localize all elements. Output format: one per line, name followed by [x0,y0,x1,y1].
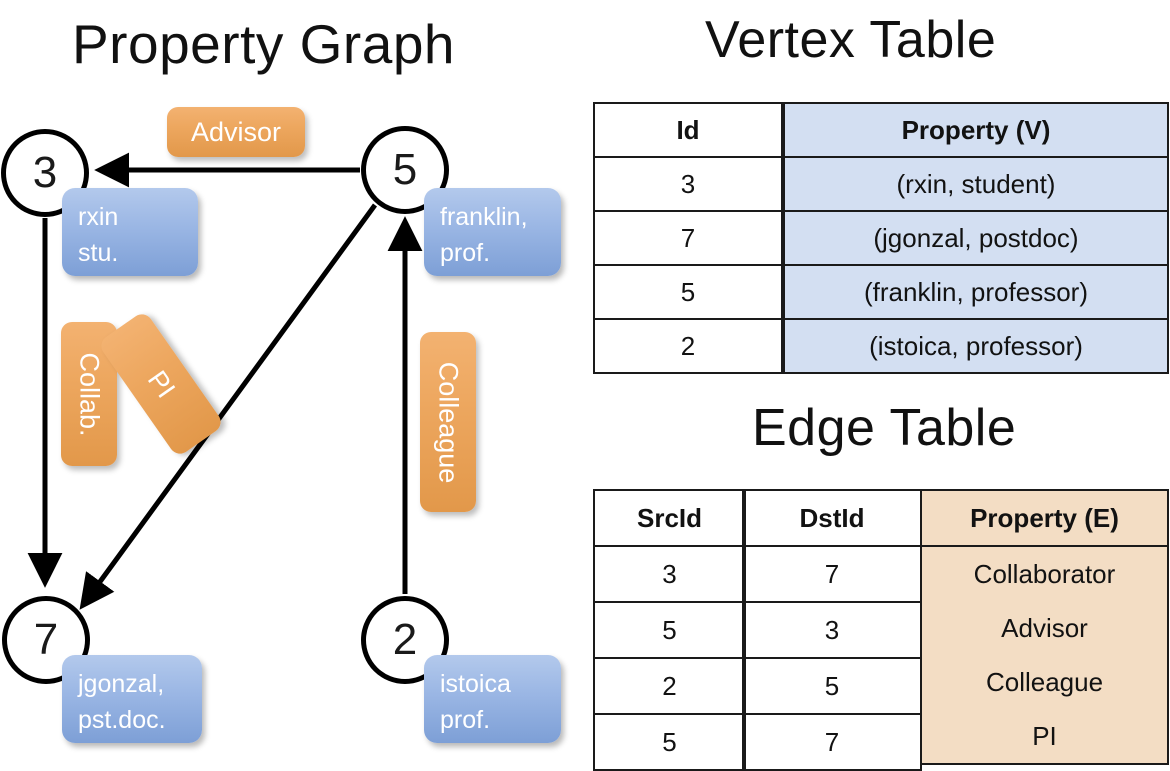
table-row: 7 [742,713,922,771]
graph-edges-layer [27,152,423,610]
table-row: 3 [593,545,746,603]
vertex-id-cell: 5 [593,264,783,320]
table-header-row: DstId [742,489,922,547]
table-row: 2 [593,318,783,374]
table-row: 5 [593,713,746,771]
table-row: 5 [593,601,746,659]
edge-table-header-srcid: SrcId [593,489,746,547]
edge-label-text: Advisor [190,116,282,147]
edge-label-text: Collab. [74,351,105,437]
vertex-id-cell: 2 [593,318,783,374]
graph-node-3-label: 3 [32,148,58,197]
edge-property-cell: Colleague [920,655,1169,709]
vertex-property-line: franklin, [440,203,528,231]
edge-table-header-property: Property (E) [920,489,1169,547]
vertex-property-cell: (jgonzal, postdoc) [783,210,1169,266]
table-row: (istoica, professor) [783,318,1169,374]
edge-table-property-column: Property (E) Collaborator Advisor Collea… [920,489,1169,765]
table-row: 7 [742,545,922,603]
vertex-property-bubble-franklin: franklin, prof. [424,188,561,276]
vertex-table-header-property: Property (V) [783,102,1169,158]
vertex-id-cell: 3 [593,156,783,212]
graph-node-2-label: 2 [392,615,418,664]
property-graph-diagram: 3 5 7 2 rxin stu. franklin, prof. jgonza… [0,0,580,760]
table-row: 5 [742,657,922,715]
vertex-property-bubble-istoica: istoica prof. [424,655,561,743]
edge-dstid-cell: 7 [742,545,922,603]
edge-table-dstid-column: DstId 7 3 5 7 [742,489,922,771]
table-row: 3 [742,601,922,659]
vertex-property-cell: (rxin, student) [783,156,1169,212]
table-header-row: SrcId [593,489,746,547]
edge-label-colleague: Colleague [420,332,476,512]
table-header-row: Property (V) [783,102,1169,158]
graph-node-5[interactable]: 5 [361,126,449,214]
vertex-property-line: prof. [440,239,491,268]
edge-srcid-cell: 2 [593,657,746,715]
vertex-property-cell: (istoica, professor) [783,318,1169,374]
table-row: Collaborator [920,546,1169,601]
edge-table-header-dstid: DstId [742,489,922,547]
vertex-property-line: pst.doc. [78,706,166,735]
vertex-property-line: istoica [440,670,511,698]
vertex-property-bubble-jgonzal: jgonzal, pst.doc. [62,655,202,743]
page-title-vertex-table: Vertex Table [705,11,997,69]
table-header-row: Property (E) [920,489,1169,547]
graph-node-7-label: 7 [33,615,59,664]
edge-dstid-cell: 5 [742,657,922,715]
graph-node-2[interactable]: 2 [361,596,449,684]
edge-dstid-cell: 3 [742,601,922,659]
vertex-table-header-id: Id [593,102,783,158]
edge-dstid-cell: 7 [742,713,922,771]
vertex-property-line: stu. [78,239,119,268]
vertex-table-id-column: Id 3 7 5 2 [593,102,783,374]
table-row: 2 [593,657,746,715]
edge-table-srcid-column: SrcId 3 5 2 5 [593,489,746,771]
table-row: 7 [593,210,783,266]
edge-5-to-7 [79,203,378,610]
table-row: 3 [593,156,783,212]
vertex-property-line: rxin [78,203,119,231]
page-title-property-graph: Property Graph [72,13,456,75]
edge-label-text: Colleague [433,361,464,483]
table-row: (jgonzal, postdoc) [783,210,1169,266]
vertex-property-line: jgonzal, [78,670,165,698]
edge-label-text: PI [141,364,182,403]
page-title-edge-table: Edge Table [752,399,1017,457]
vertex-id-cell: 7 [593,210,783,266]
edge-property-cell: PI [920,709,1169,765]
table-row: Advisor [920,601,1169,655]
edge-srcid-cell: 5 [593,713,746,771]
vertex-property-bubble-rxin: rxin stu. [62,188,198,276]
table-row: 5 [593,264,783,320]
table-header-row: Id [593,102,783,158]
edge-property-cell: Collaborator [920,546,1169,601]
edge-property-cell: Advisor [920,601,1169,655]
vertex-property-cell: (franklin, professor) [783,264,1169,320]
edge-srcid-cell: 5 [593,601,746,659]
edge-srcid-cell: 3 [593,545,746,603]
edge-label-advisor: Advisor [167,107,305,157]
table-row: Colleague [920,655,1169,709]
table-row: PI [920,709,1169,765]
graph-node-5-label: 5 [392,145,418,194]
table-row: (franklin, professor) [783,264,1169,320]
vertex-table-property-column: Property (V) (rxin, student) (jgonzal, p… [783,102,1169,374]
vertex-property-line: prof. [440,706,491,735]
table-row: (rxin, student) [783,156,1169,212]
